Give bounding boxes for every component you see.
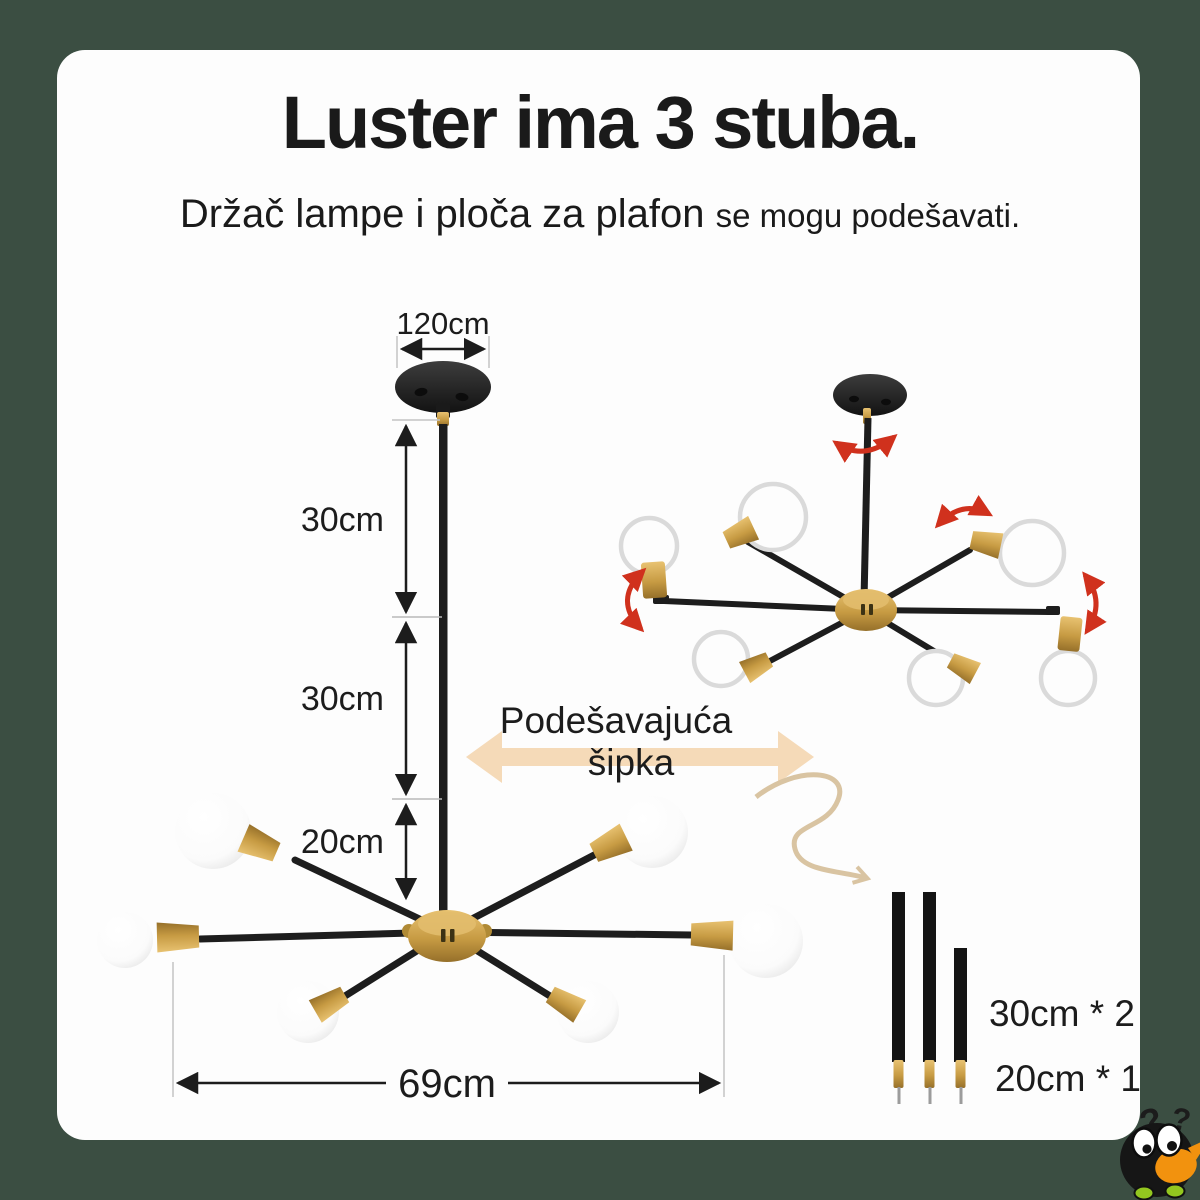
rod-segment-measures: 30cm 30cm 20cm (301, 419, 442, 901)
page-title: Luster ima 3 stuba. (281, 81, 920, 164)
span-measure: 69cm (172, 955, 725, 1106)
rotation-arrow-left (619, 567, 647, 633)
central-hub-small (835, 589, 897, 631)
rod-connector (437, 412, 449, 426)
bulb-upper-right (616, 796, 688, 868)
bulb-upper-left (175, 793, 251, 869)
vertical-rod-small (860, 417, 872, 601)
rod-30cm-a (892, 892, 905, 1104)
bulb-left (97, 912, 153, 968)
rods-label-short: 20cm * 1 (995, 1058, 1141, 1099)
rotating-chandelier (618, 374, 1107, 708)
adjustable-rod-line1: Podešavajuća (500, 700, 733, 741)
mascot-logo: ? ? (1120, 1099, 1200, 1200)
rod-20cm (954, 948, 967, 1104)
adjustable-rod-line2: šipka (588, 742, 675, 783)
rod-30cm-b (923, 892, 936, 1104)
page-subtitle: Držač lampe i ploča za plafon se mogu po… (0, 192, 1200, 237)
rotation-arrows (619, 434, 1107, 635)
rotating-sockets (640, 515, 1083, 685)
subtitle-main: Držač lampe i ploča za plafon (179, 192, 705, 236)
vertical-rod (439, 424, 448, 920)
rotation-arrow-upper-right (934, 495, 994, 529)
central-hub (402, 910, 492, 962)
mascot-eye-left (1131, 1127, 1157, 1159)
canopy-width-label: 120cm (396, 306, 489, 341)
mascot-foot-right (1164, 1183, 1186, 1199)
curly-arrow (754, 772, 872, 885)
rotation-arrow-top (832, 434, 898, 463)
subtitle-secondary: se mogu podešavati. (715, 197, 1021, 234)
adjustable-rod-note: Podešavajuća šipka (466, 700, 814, 783)
mascot-eye-right (1155, 1123, 1183, 1157)
rods-label-long: 30cm * 2 (989, 993, 1135, 1034)
rotation-arrow-right (1082, 571, 1107, 635)
peach-double-arrow (466, 731, 814, 783)
segment2-label: 30cm (301, 680, 384, 718)
ceiling-canopy (395, 361, 491, 426)
mascot-foot-left (1133, 1185, 1155, 1200)
bulb-right (729, 904, 803, 978)
mascot-face (1155, 1148, 1197, 1184)
bulb-sockets (156, 823, 734, 1023)
segment1-label: 30cm (301, 501, 384, 539)
main-chandelier: 120cm 30cm 30cm 20cm (97, 306, 803, 1106)
mascot-beak (1188, 1142, 1200, 1160)
segment3-label: 20cm (301, 823, 384, 861)
rod-kit: 30cm * 2 20cm * 1 (754, 772, 1141, 1104)
ceiling-canopy-small (833, 374, 907, 424)
ghost-bulbs (618, 481, 1098, 708)
span-label: 69cm (398, 1062, 496, 1106)
